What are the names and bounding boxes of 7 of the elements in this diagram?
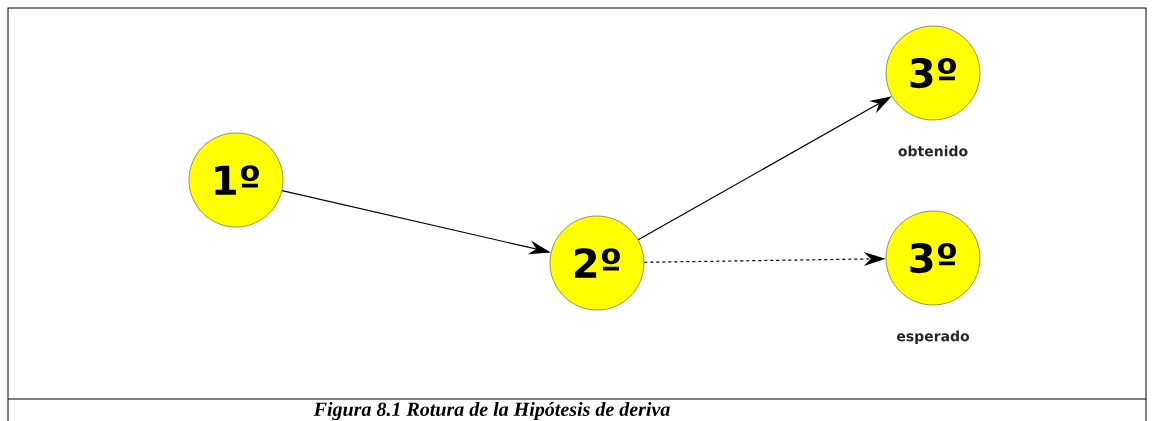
circle-node: 1º	[188, 132, 284, 228]
node-caption: esperado	[896, 330, 970, 345]
circle-node: 3º	[885, 210, 981, 306]
circle-node: 3º	[885, 25, 981, 121]
figure-caption: Figura 8.1 Rotura de la Hipótesis de deriva	[313, 401, 670, 421]
circle-node: 2º	[549, 215, 645, 311]
node-caption: obtenido	[898, 145, 968, 157]
